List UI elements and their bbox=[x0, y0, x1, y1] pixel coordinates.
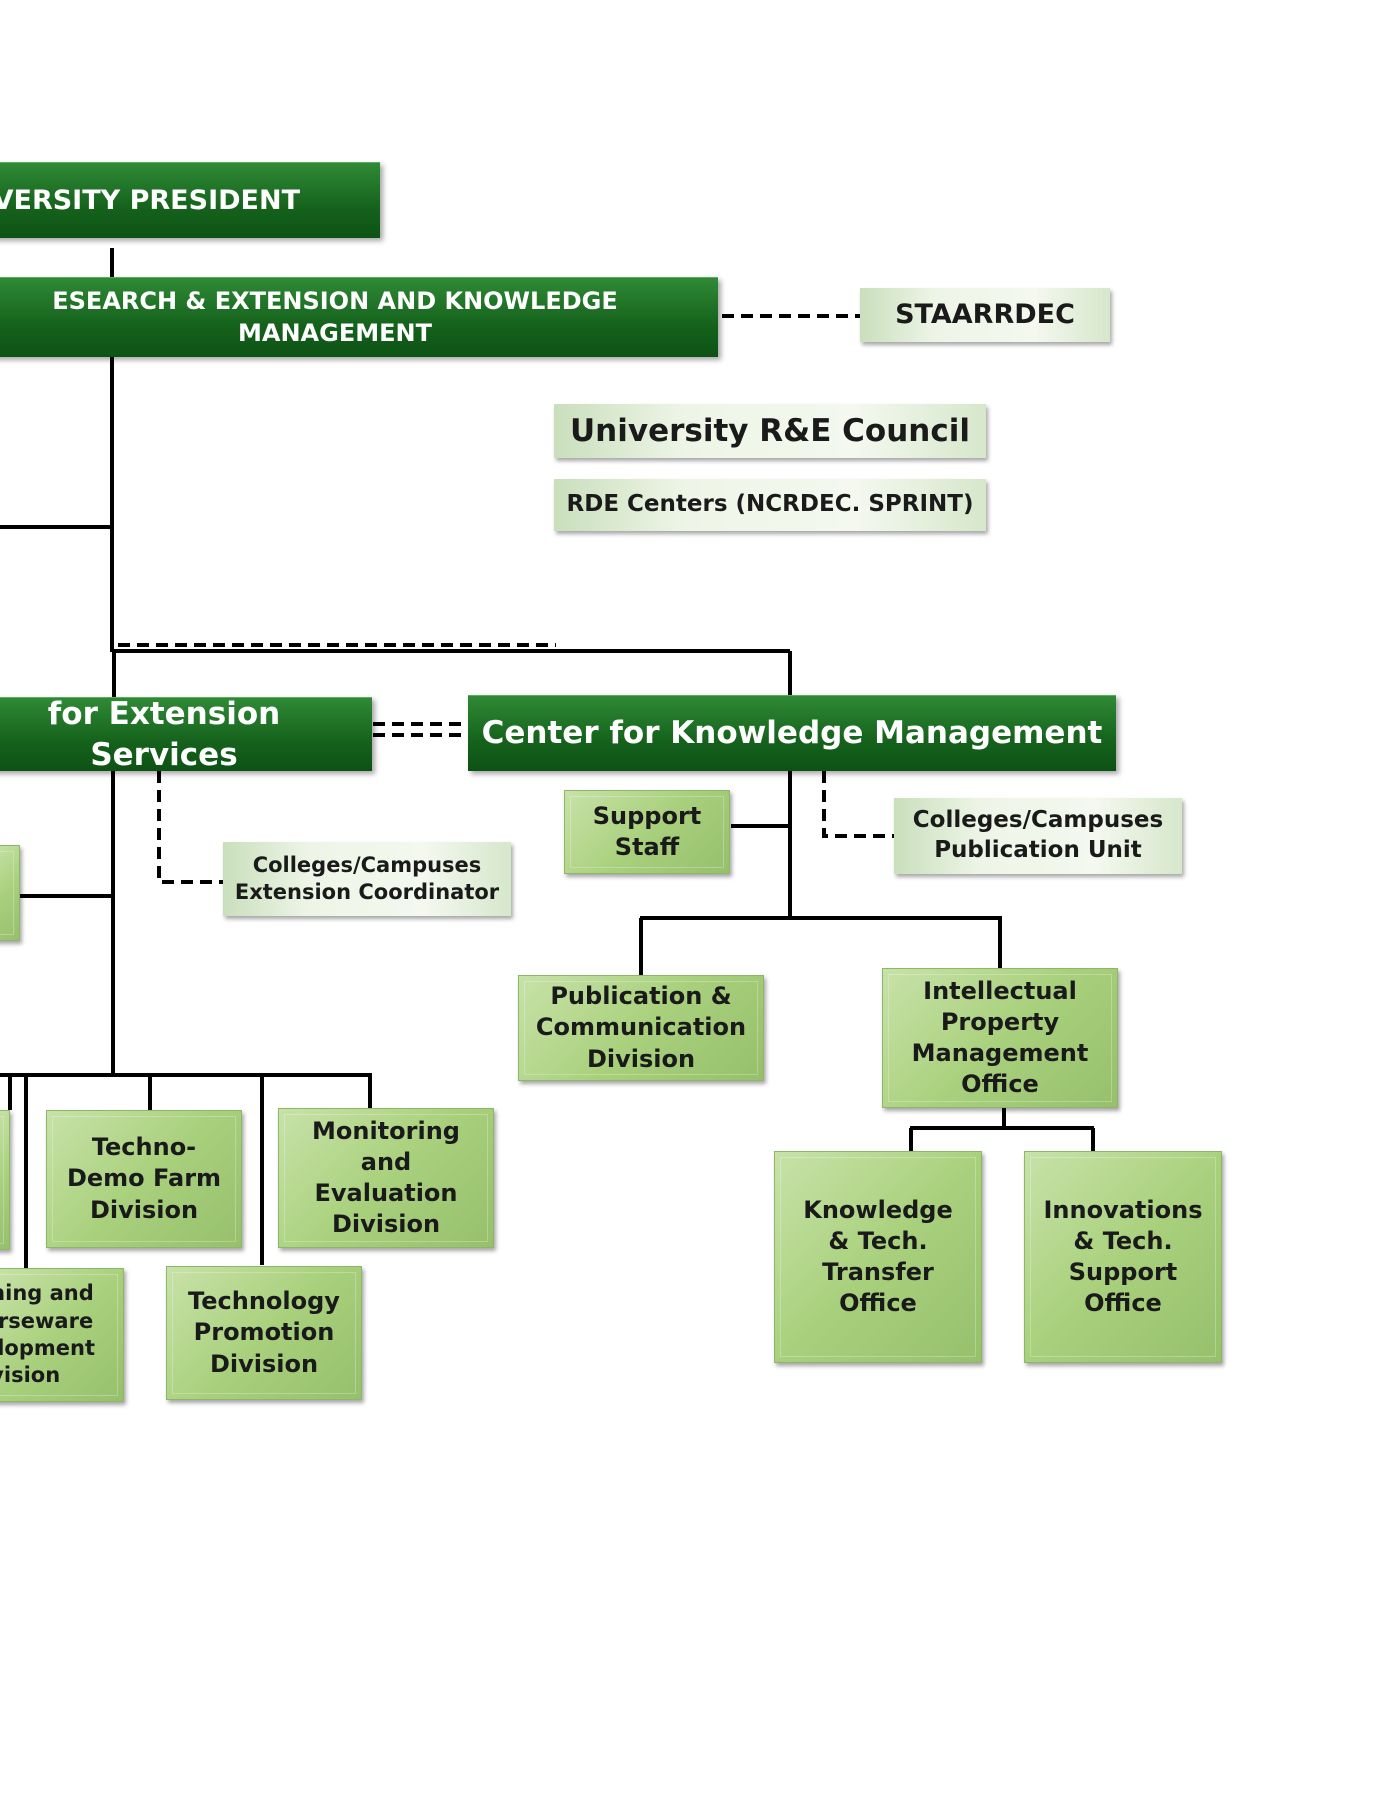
publication-division-box: Publication & Communication Division bbox=[518, 975, 764, 1081]
publication-unit-label: Colleges/Campuses Publication Unit bbox=[912, 807, 1164, 863]
publication-unit-box: Colleges/Campuses Publication Unit bbox=[894, 798, 1182, 874]
knowledge-management-label: Center for Knowledge Management bbox=[481, 715, 1103, 752]
extension-services-box: for Extension Services bbox=[0, 696, 372, 773]
vp-research-extension-box: ESEARCH & EXTENSION AND KNOWLEDGE MANAGE… bbox=[0, 277, 718, 357]
monitoring-evaluation-label: Monitoring and Evaluation Division bbox=[312, 1116, 460, 1239]
extension-coordinator-label: Colleges/Campuses Extension Coordinator bbox=[234, 852, 500, 904]
university-president-label: VERSITY PRESIDENT bbox=[0, 184, 300, 216]
knowledge-management-box: Center for Knowledge Management bbox=[468, 695, 1116, 771]
techno-demo-farm-box: Techno- Demo Farm Division bbox=[46, 1110, 242, 1248]
university-re-council-box: University R&E Council bbox=[554, 404, 986, 458]
extension-coordinator-box: Colleges/Campuses Extension Coordinator bbox=[223, 842, 511, 916]
knowledge-tech-transfer-box: Knowledge & Tech. Transfer Office bbox=[774, 1151, 982, 1363]
knowledge-tech-transfer-label: Knowledge & Tech. Transfer Office bbox=[803, 1195, 953, 1318]
technology-promotion-label: Technology Promotion Division bbox=[188, 1287, 340, 1378]
university-president-box: VERSITY PRESIDENT bbox=[0, 162, 380, 238]
support-staff-label: Support Staff bbox=[592, 801, 702, 861]
dashed-connector bbox=[822, 771, 894, 838]
staarrdec-box: STAARRDEC bbox=[860, 288, 1110, 342]
innovations-tech-support-box: Innovations & Tech. Support Office bbox=[1024, 1151, 1222, 1363]
extension-services-label: for Extension Services bbox=[47, 696, 281, 773]
innovations-tech-support-label: Innovations & Tech. Support Office bbox=[1043, 1195, 1203, 1318]
partial-division-box bbox=[0, 1110, 10, 1250]
technology-promotion-box: Technology Promotion Division bbox=[166, 1266, 362, 1400]
vp-research-extension-label: ESEARCH & EXTENSION AND KNOWLEDGE MANAGE… bbox=[52, 287, 618, 347]
techno-demo-farm-label: Techno- Demo Farm Division bbox=[66, 1133, 222, 1224]
staarrdec-label: STAARRDEC bbox=[895, 299, 1075, 331]
support-staff-box: Support Staff bbox=[564, 790, 730, 874]
university-re-council-label: University R&E Council bbox=[570, 412, 970, 449]
dashed-connector bbox=[157, 771, 223, 884]
ip-management-office-label: Intellectual Property Management Office bbox=[911, 976, 1089, 1099]
rde-centers-box: RDE Centers (NCRDEC. SPRINT) bbox=[554, 479, 986, 531]
ip-management-office-box: Intellectual Property Management Office bbox=[882, 968, 1118, 1108]
publication-division-label: Publication & Communication Division bbox=[535, 982, 747, 1073]
partial-left-box bbox=[0, 845, 20, 941]
monitoring-evaluation-box: Monitoring and Evaluation Division bbox=[278, 1108, 494, 1248]
rde-centers-label: RDE Centers (NCRDEC. SPRINT) bbox=[566, 491, 974, 518]
